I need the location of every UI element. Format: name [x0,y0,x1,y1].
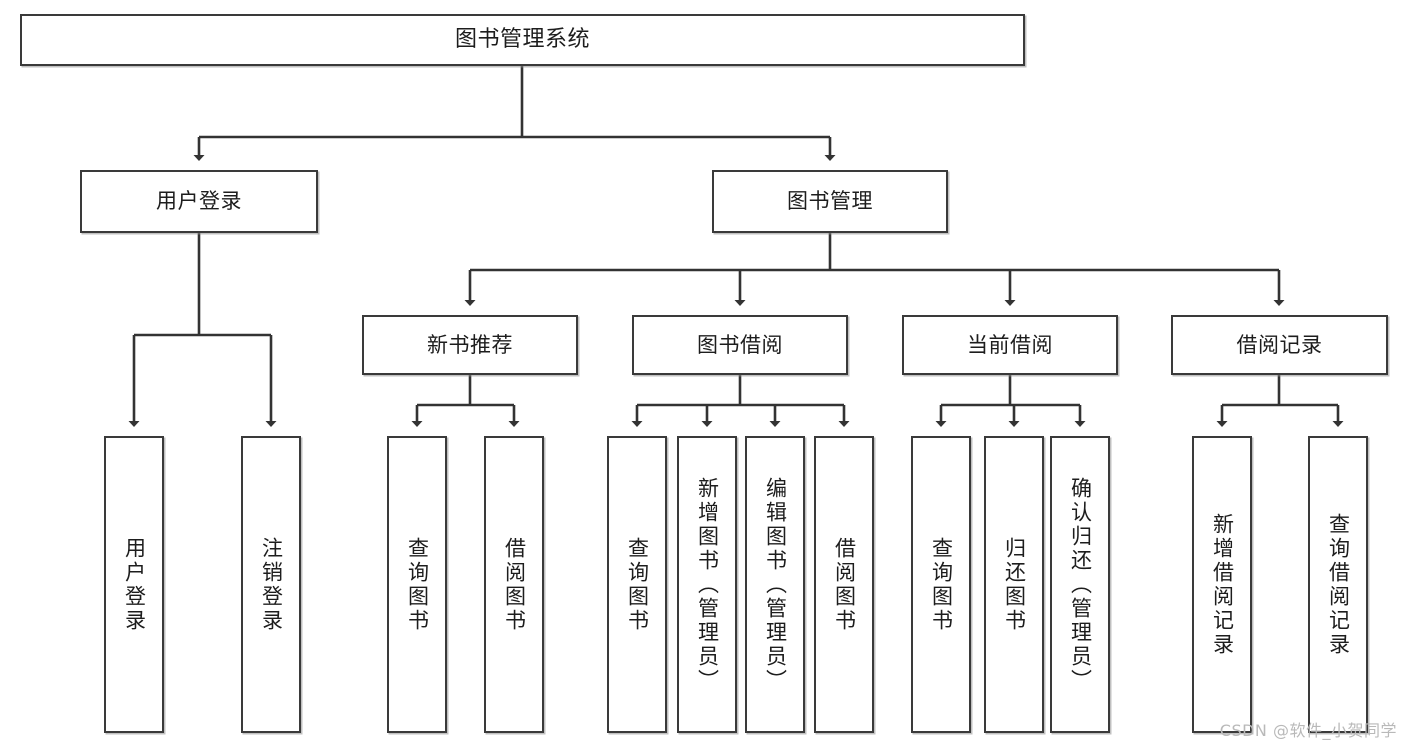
node-leaf-edit-book-admin[interactable]: 编辑图书（管理员） [745,436,805,733]
node-current-borrow[interactable]: 当前借阅 [902,315,1118,375]
node-book-borrow-label: 图书借阅 [697,332,783,357]
node-leaf-add-book-admin[interactable]: 新增图书（管理员） [677,436,737,733]
node-new-book-recommend-label: 新书推荐 [427,332,513,357]
node-leaf-user-logout[interactable]: 注销登录 [241,436,301,733]
node-leaf-new-query-book-label: 查询图书 [405,536,430,633]
node-borrow-record[interactable]: 借阅记录 [1171,315,1388,375]
node-book-borrow[interactable]: 图书借阅 [632,315,848,375]
node-leaf-return-book[interactable]: 归还图书 [984,436,1044,733]
node-leaf-borrow-book[interactable]: 借阅图书 [814,436,874,733]
node-root[interactable]: 图书管理系统 [20,14,1025,66]
node-leaf-user-logout-label: 注销登录 [259,536,284,633]
node-leaf-current-query-book-label: 查询图书 [929,536,954,633]
node-leaf-current-query-book[interactable]: 查询图书 [911,436,971,733]
node-new-book-recommend[interactable]: 新书推荐 [362,315,578,375]
node-leaf-query-borrow-record-label: 查询借阅记录 [1326,512,1351,657]
node-leaf-borrow-query-book-label: 查询图书 [625,536,650,633]
node-leaf-borrow-book-label: 借阅图书 [832,536,857,633]
node-leaf-user-login-label: 用户登录 [122,536,147,633]
node-leaf-new-borrow-book-label: 借阅图书 [502,536,527,633]
node-borrow-record-label: 借阅记录 [1236,332,1323,357]
node-leaf-add-borrow-record-label: 新增借阅记录 [1210,512,1235,657]
node-user-login-module-label: 用户登录 [156,189,242,214]
node-leaf-new-borrow-book[interactable]: 借阅图书 [484,436,544,733]
node-book-management-module[interactable]: 图书管理 [712,170,948,233]
node-leaf-confirm-return-admin-label: 确认归还（管理员） [1068,476,1093,693]
node-leaf-return-book-label: 归还图书 [1002,536,1027,633]
node-user-login-module[interactable]: 用户登录 [80,170,318,233]
node-leaf-new-query-book[interactable]: 查询图书 [387,436,447,733]
node-leaf-confirm-return-admin[interactable]: 确认归还（管理员） [1050,436,1110,733]
node-leaf-user-login[interactable]: 用户登录 [104,436,164,733]
node-leaf-edit-book-admin-label: 编辑图书（管理员） [763,476,788,693]
node-leaf-add-book-admin-label: 新增图书（管理员） [695,476,720,693]
node-current-borrow-label: 当前借阅 [967,332,1053,357]
csdn-watermark: CSDN @软件_小贺同学 [1219,721,1397,740]
node-root-label: 图书管理系统 [454,27,590,53]
node-leaf-borrow-query-book[interactable]: 查询图书 [607,436,667,733]
node-leaf-query-borrow-record[interactable]: 查询借阅记录 [1308,436,1368,733]
node-leaf-add-borrow-record[interactable]: 新增借阅记录 [1192,436,1252,733]
node-book-management-module-label: 图书管理 [787,189,873,214]
